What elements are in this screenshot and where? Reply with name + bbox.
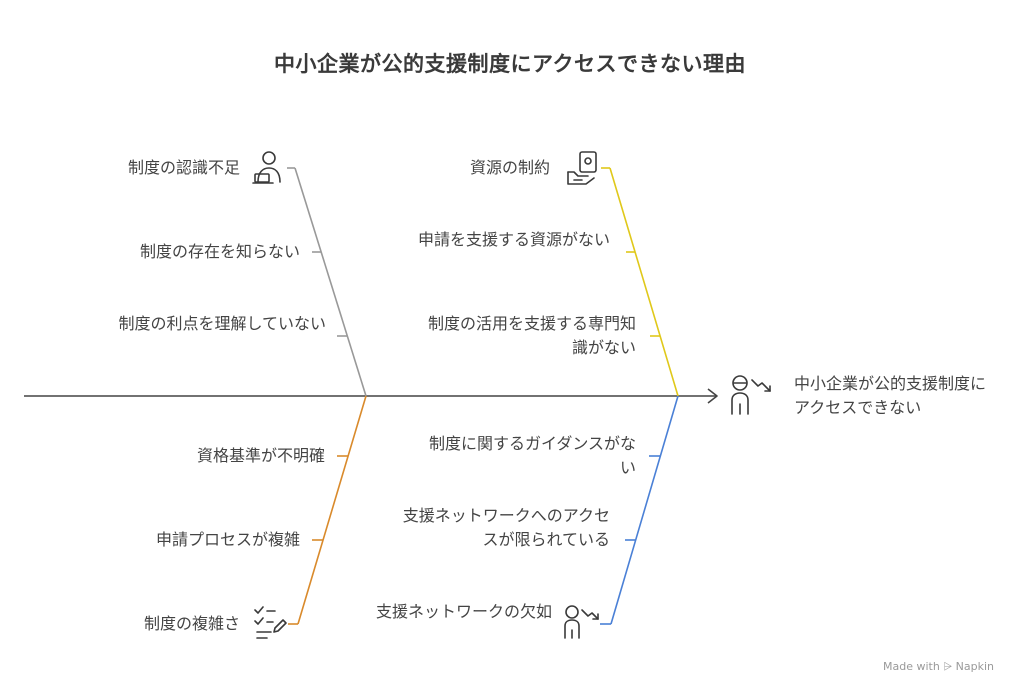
- hand-money-icon: [567, 151, 597, 185]
- cause-label-network-1: 制度に関するガイダンスがない: [428, 434, 636, 477]
- bone-resources: [609, 167, 679, 397]
- cause-label-awareness-1: 制度の存在を知らない: [139, 242, 300, 261]
- bone-awareness: [294, 167, 367, 397]
- cause-label-awareness-2: 制度の利点を理解していない: [118, 314, 326, 333]
- cause-label-complexity-2: 申請プロセスが複雑: [155, 530, 300, 549]
- checklist-icon: [254, 606, 287, 639]
- cause-label-resources-1: 申請を支援する資源がない: [417, 230, 610, 249]
- category-label-resources: 資源の制約: [469, 158, 550, 177]
- bone-complexity: [297, 395, 367, 625]
- category-label-complexity: 制度の複雑さ: [143, 614, 240, 633]
- category-label-network: 支援ネットワークの欠如: [375, 602, 552, 621]
- person-laptop-icon: [252, 151, 281, 184]
- category-label-awareness: 制度の認識不足: [127, 158, 240, 177]
- cause-label-network-2: 支援ネットワークへのアクセスが限られている: [402, 506, 610, 549]
- effect-person-icon: [731, 375, 771, 415]
- cause-label-complexity-1: 資格基準が不明確: [196, 446, 325, 465]
- cause-label-resources-2: 制度の活用を支援する専門知識がない: [427, 314, 636, 357]
- bone-network: [610, 395, 679, 625]
- diagram-title: 中小企業が公的支援制度にアクセスできない理由: [274, 52, 746, 76]
- spine-arrowhead: [707, 388, 718, 404]
- footer-watermark: Made with ⩥ Napkin: [883, 660, 994, 673]
- person-declining-icon: [564, 605, 599, 639]
- effect-label: 中小企業が公的支援制度にアクセスできない: [794, 374, 987, 417]
